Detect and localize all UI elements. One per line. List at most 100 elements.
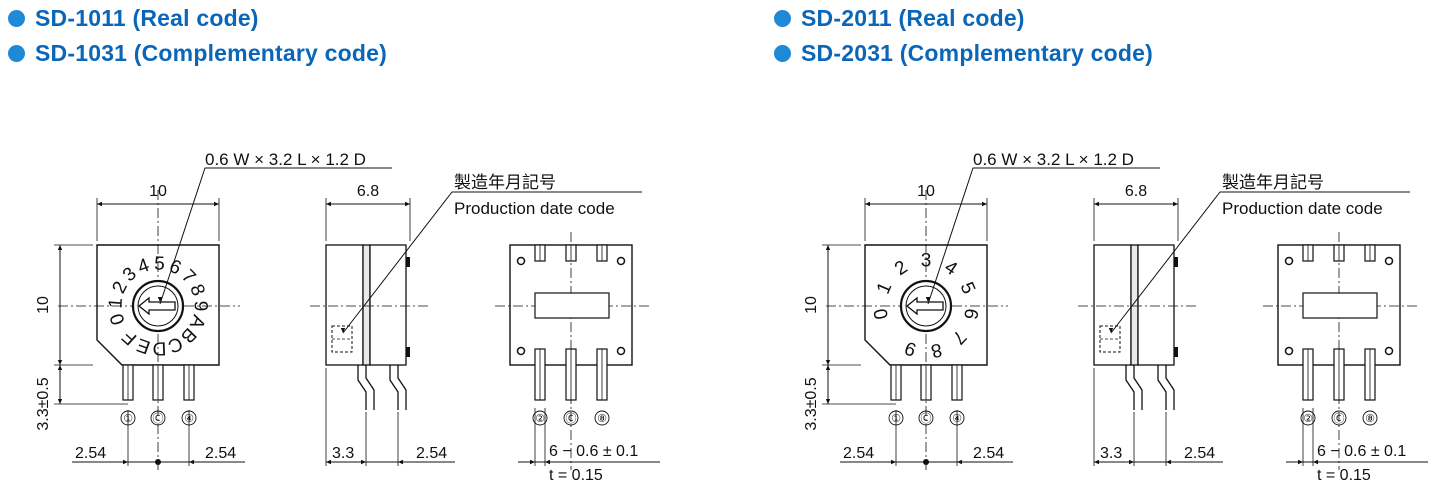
- arrowhead: [340, 328, 346, 333]
- pitch-right-label: 2.54: [205, 445, 236, 462]
- side-pitch-label: 2.54: [1184, 445, 1215, 462]
- pitch-right-label: 2.54: [973, 445, 1004, 462]
- leader-line: [927, 167, 1160, 305]
- height-dimension-label: 10: [803, 296, 820, 314]
- arrowhead: [97, 201, 102, 207]
- pitch-dot: [155, 459, 161, 465]
- pin-number: Ⓒ: [921, 412, 932, 425]
- arrow-icon: [905, 296, 944, 316]
- arrowhead: [865, 201, 870, 207]
- arrowhead: [1108, 328, 1114, 333]
- width-dimension-label: 10: [149, 183, 167, 200]
- arrowhead: [825, 365, 831, 370]
- arrowhead: [1166, 459, 1171, 465]
- pin-number-circle: [150, 410, 166, 426]
- arrowhead: [957, 459, 962, 465]
- arrowhead: [1094, 459, 1099, 465]
- production-date-label-en: Production date code: [454, 199, 615, 218]
- side-tab: [406, 257, 410, 267]
- dial-character: D: [152, 337, 166, 358]
- heading-text: SD-1031 (Complementary code): [35, 40, 387, 66]
- contact-dimension-label: 0.6 W × 3.2 L × 1.2 D: [973, 150, 1134, 169]
- dial-character: 3: [921, 251, 932, 272]
- side-terminal: [1133, 365, 1143, 410]
- date-code-box: [1099, 325, 1121, 353]
- pin-number-circle: [1331, 410, 1347, 426]
- side-tab: [1174, 257, 1178, 267]
- dial-character: 5: [154, 253, 165, 274]
- date-code-window: [1302, 292, 1378, 319]
- arrowhead: [982, 201, 987, 207]
- leader-line: [342, 191, 642, 334]
- side-terminal: [1157, 365, 1167, 410]
- dial-character: 9: [190, 301, 211, 312]
- production-date-label-en: Production date code: [1222, 199, 1383, 218]
- side-terminal: [1165, 365, 1175, 410]
- side-offset-label: 3.3: [332, 445, 354, 462]
- side-terminal: [357, 365, 367, 410]
- side-terminal: [1125, 365, 1135, 410]
- arrowhead: [326, 201, 331, 207]
- bullet-icon: [774, 45, 791, 62]
- terminal-dimension-label: 6 − 0.6 ± 0.1: [549, 443, 638, 460]
- heading-sd-1011: SD-1011 (Real code): [8, 5, 259, 32]
- arrowhead: [825, 360, 831, 365]
- height-dimension-label: 10: [35, 296, 52, 314]
- side-offset-label: 3.3: [1100, 445, 1122, 462]
- side-terminal: [389, 365, 399, 410]
- pin-number: ②: [1303, 413, 1313, 425]
- pin-length-label: 3.3±0.5: [35, 377, 52, 430]
- date-code-window: [534, 292, 610, 319]
- terminal-dimension-label: 6 − 0.6 ± 0.1: [1317, 443, 1406, 460]
- mount-hole: [516, 346, 526, 356]
- mount-hole: [1284, 346, 1294, 356]
- thickness-label: t = 0.15: [1317, 467, 1371, 484]
- bullet-icon: [8, 10, 25, 27]
- pitch-left-label: 2.54: [843, 445, 874, 462]
- side-pitch-label: 2.54: [416, 445, 447, 462]
- side-terminal: [397, 365, 407, 410]
- arrowhead: [925, 297, 931, 302]
- pin-number-circle: [563, 410, 579, 426]
- dial-character: 6: [959, 307, 982, 321]
- production-date-label-ja: 製造年月記号: [454, 173, 556, 192]
- side-housing: [369, 244, 407, 366]
- arrowhead: [1094, 201, 1099, 207]
- pin-number: Ⓒ: [153, 412, 164, 425]
- dial-character: 8: [929, 338, 944, 361]
- side-housing: [1137, 244, 1175, 366]
- bullet-icon: [774, 10, 791, 27]
- arrowhead: [326, 459, 331, 465]
- arrowhead: [825, 399, 831, 404]
- arrowhead: [57, 399, 63, 404]
- width-dimension-label: 10: [917, 183, 935, 200]
- leader-line: [159, 167, 392, 305]
- side-tab: [406, 347, 410, 357]
- arrowhead: [1313, 459, 1318, 465]
- dial-character: 0: [870, 307, 893, 321]
- arrowhead: [891, 459, 896, 465]
- pin-number: ⑧: [597, 413, 607, 425]
- mount-hole: [1384, 346, 1394, 356]
- side-width-label: 6.8: [1125, 183, 1147, 200]
- side-terminal: [365, 365, 375, 410]
- arrowhead: [214, 201, 219, 207]
- heading-text: SD-2011 (Real code): [801, 5, 1025, 31]
- side-width-label: 6.8: [357, 183, 379, 200]
- bullet-icon: [8, 45, 25, 62]
- pin-number-circle: [1362, 410, 1378, 426]
- arrowhead: [1298, 459, 1303, 465]
- side-knob: [325, 244, 364, 366]
- pin-number-circle: [1300, 410, 1316, 426]
- mount-hole: [616, 346, 626, 356]
- mount-hole: [1284, 256, 1294, 266]
- arrowhead: [530, 459, 535, 465]
- arrowhead: [361, 459, 366, 465]
- arrowhead: [398, 459, 403, 465]
- arrowhead: [57, 365, 63, 370]
- arrowhead: [1173, 201, 1178, 207]
- date-code-box: [331, 325, 353, 353]
- arrowhead: [545, 459, 550, 465]
